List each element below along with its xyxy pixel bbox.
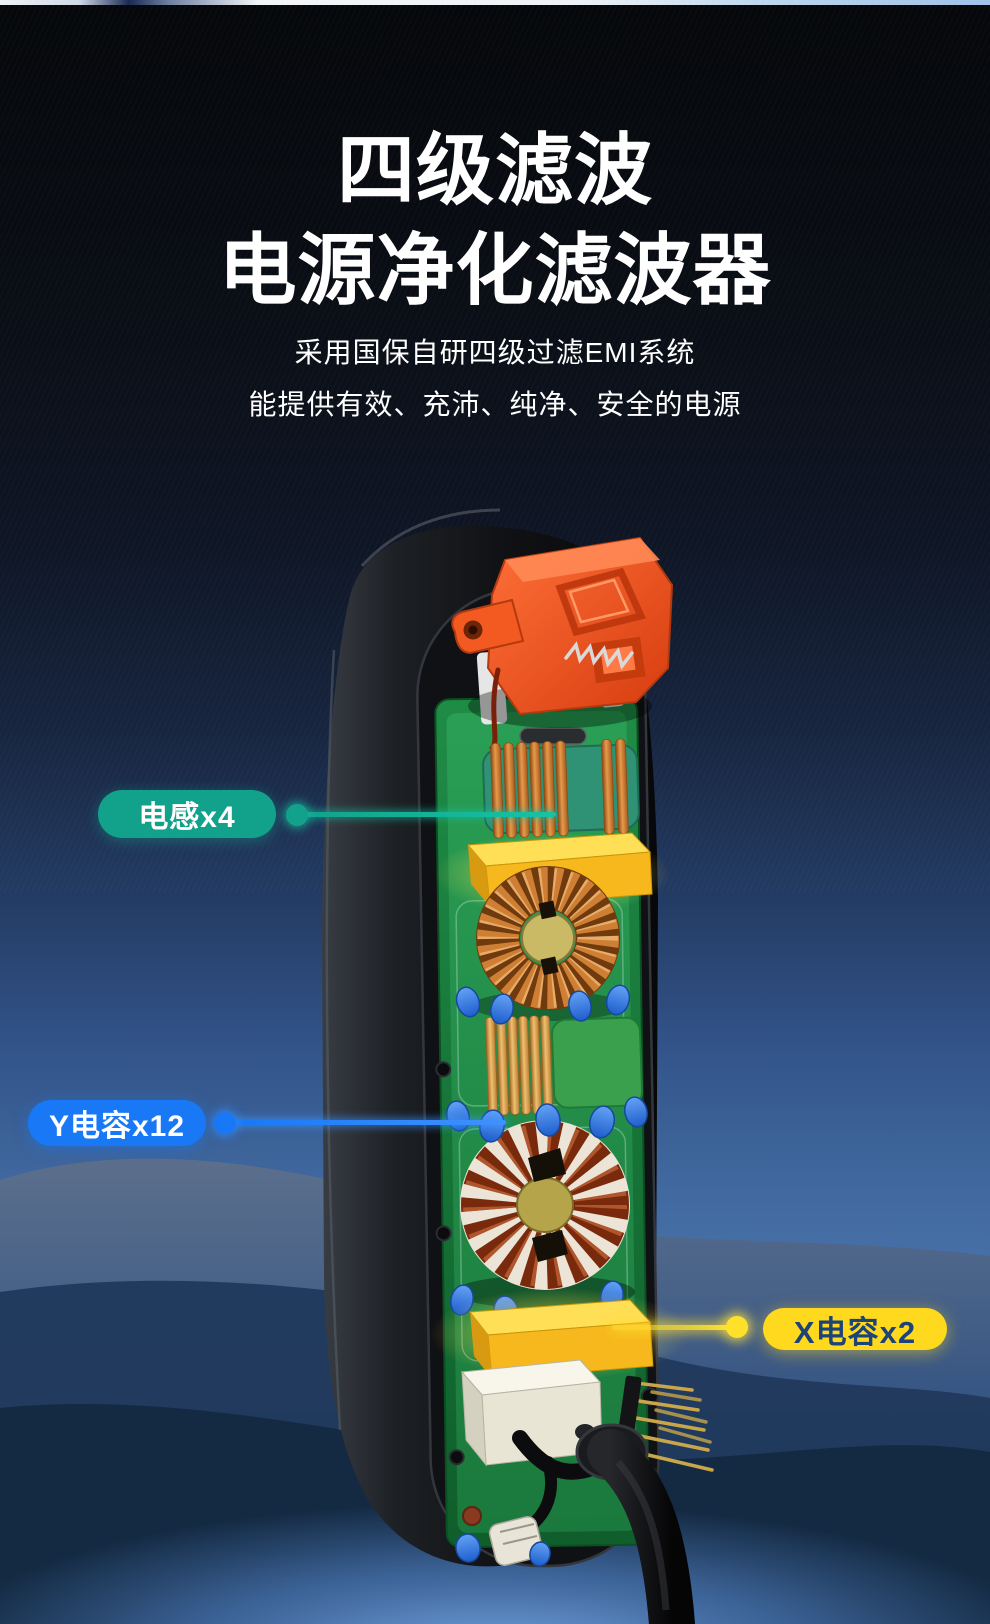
- inductor-connector-dot: [286, 804, 308, 826]
- callout-x-capacitor: X电容x2: [612, 1303, 952, 1355]
- inductor-callout-pill: 电感x4: [98, 790, 276, 838]
- x-capacitor-connector-dot: [726, 1316, 748, 1338]
- relay-white-box: [460, 1359, 603, 1467]
- y-capacitor-callout-pill: Y电容x12: [28, 1100, 206, 1146]
- bottom-components: [455, 1430, 600, 1567]
- page-title-line1: 四级滤波: [336, 126, 653, 214]
- inductor-connector-line: [304, 812, 556, 817]
- surge-module-orange: [451, 536, 674, 751]
- toroid-inductor-large: [455, 1120, 635, 1309]
- callout-y-capacitor: Y电容x12: [28, 1097, 508, 1153]
- y-capacitor-connector-line: [232, 1120, 506, 1125]
- housing-left-highlight: [325, 649, 342, 1431]
- y-capacitor-connector-dot: [214, 1112, 236, 1134]
- inductor-callout-label: 电感x4: [138, 801, 236, 834]
- x-capacitor-connector-line: [612, 1325, 730, 1330]
- x-capacitor-callout-label: X电容x2: [793, 1314, 917, 1350]
- surge-spring: [564, 641, 634, 670]
- x-capacitor-callout-pill: X电容x2: [763, 1308, 947, 1350]
- x-capacitor-box-bottom: [430, 1288, 690, 1380]
- callout-inductor: 电感x4: [98, 786, 558, 844]
- power-cable-black: [575, 1423, 695, 1624]
- page-subtitle-line1: 采用国保自研四级过滤EMI系统: [294, 337, 696, 368]
- page-title-line2: 电源净化滤波器: [218, 226, 772, 314]
- y-capacitor-callout-label: Y电容x12: [48, 1110, 186, 1143]
- housing-top-highlight: [360, 508, 501, 568]
- top-divider-strip: [0, 0, 990, 5]
- page-subtitle-line2: 能提供有效、充沛、纯净、安全的电源: [248, 389, 742, 420]
